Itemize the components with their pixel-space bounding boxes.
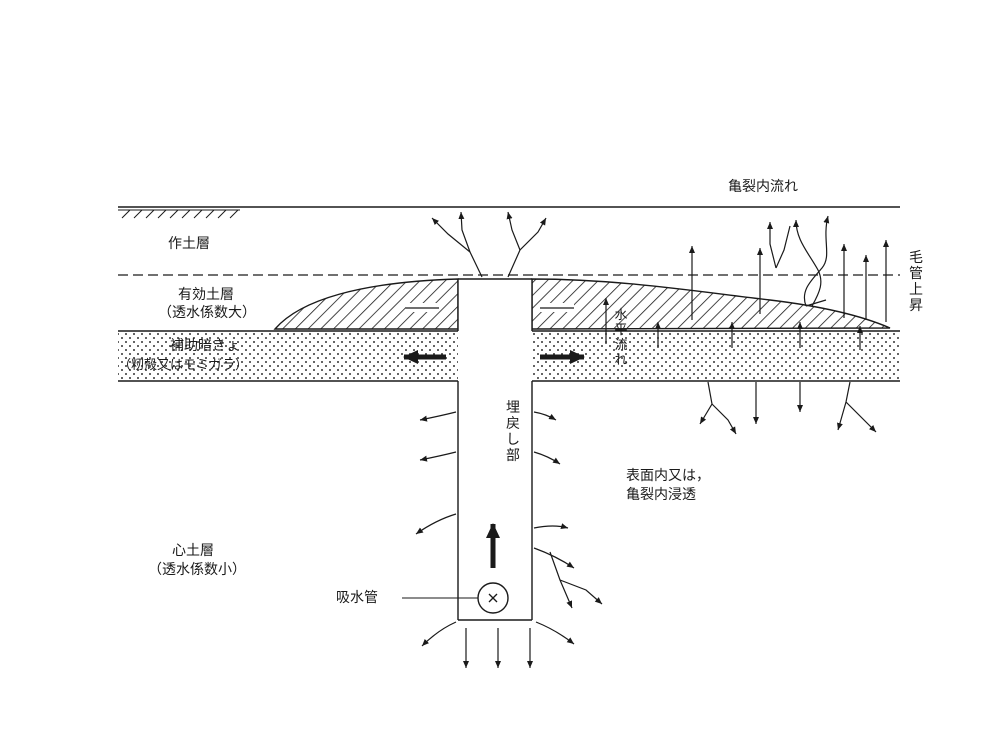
capillary-rise-label: 毛管上昇 <box>909 250 923 314</box>
subsoil-label: 心土層 <box>172 543 214 559</box>
infiltration-note: 亀裂内浸透 <box>626 487 696 503</box>
pipe-label: 吸水管 <box>336 590 378 606</box>
drain-layer-label: 補助暗きょ <box>170 338 240 354</box>
drain-layer-note: （籾殻又はモミガラ） <box>118 358 249 373</box>
main-flow-arrows <box>403 350 585 568</box>
crack-flow-right <box>767 215 830 307</box>
effective-layer-right <box>531 278 891 330</box>
backfill-trench <box>457 278 533 621</box>
crack-flow-label: 亀裂内流れ <box>728 179 798 195</box>
ground-surface <box>118 206 900 219</box>
subsoil-note: （透水係数小） <box>148 562 246 578</box>
backfill-label: 埋戻し部 <box>506 400 520 464</box>
plow-layer-label: 作土層 <box>168 236 210 252</box>
trench-seepage-arrows <box>415 411 603 668</box>
effective-layer-left <box>273 278 459 330</box>
drain-pipe <box>477 582 509 614</box>
infiltration-label: 表面内又は， <box>626 468 710 484</box>
infiltration-arrows-right <box>699 381 877 435</box>
capillary-rise-arrows <box>603 240 889 350</box>
effective-layer-note: （透水係数大） <box>158 305 256 321</box>
auxiliary-drain-layer <box>118 330 900 382</box>
effective-layer-label: 有効土層 <box>178 287 234 303</box>
crack-flow-center <box>431 211 547 278</box>
lateral-flow-label: 水平流れ <box>614 308 628 368</box>
